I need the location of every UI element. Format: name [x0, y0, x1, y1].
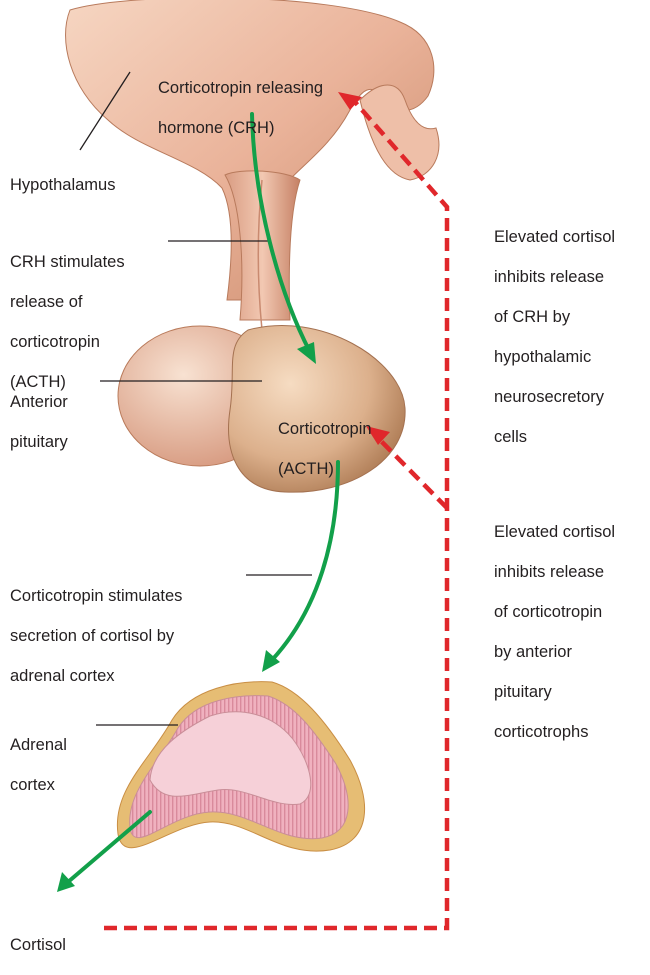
label-adrenal-cortex-line: Adrenal — [10, 735, 67, 755]
label-hypothalamus-line: Hypothalamus — [10, 175, 115, 195]
label-corticotropin-stimulates-line: adrenal cortex — [10, 666, 182, 686]
label-cortisol-line: Cortisol — [10, 935, 66, 955]
label-anterior-pituitary: Anterior pituitary — [10, 372, 68, 472]
label-feedback-crh-line: cells — [494, 427, 615, 447]
label-anterior-pituitary-line: Anterior — [10, 392, 68, 412]
label-feedback-crh: Elevated cortisol inhibits release of CR… — [494, 207, 615, 467]
label-feedback-acth: Elevated cortisol inhibits release of co… — [494, 502, 615, 762]
label-feedback-acth-line: Elevated cortisol — [494, 522, 615, 542]
label-corticotropin-stimulates: Corticotropin stimulates secretion of co… — [10, 566, 182, 706]
label-crh-line: Corticotropin releasing — [158, 78, 323, 98]
label-acth-line: Corticotropin — [278, 419, 372, 439]
label-feedback-acth-line: pituitary — [494, 682, 615, 702]
label-adrenal-cortex-line: cortex — [10, 775, 67, 795]
label-feedback-acth-line: of corticotropin — [494, 602, 615, 622]
feedback-acth-line — [380, 440, 447, 508]
label-corticotropin-stimulates-line: Corticotropin stimulates — [10, 586, 182, 606]
label-adrenal-cortex: Adrenal cortex — [10, 715, 67, 815]
label-feedback-crh-line: Elevated cortisol — [494, 227, 615, 247]
label-corticotropin-stimulates-line: secretion of cortisol by — [10, 626, 182, 646]
label-feedback-acth-line: by anterior — [494, 642, 615, 662]
label-hypothalamus: Hypothalamus — [10, 155, 115, 215]
label-crh: Corticotropin releasing hormone (CRH) — [158, 58, 323, 158]
label-cortisol: Cortisol — [10, 915, 66, 975]
label-acth: Corticotropin (ACTH) — [278, 399, 372, 499]
label-crh-stimulates-line: release of — [10, 292, 125, 312]
label-feedback-acth-line: corticotrophs — [494, 722, 615, 742]
cortisol-arrowhead — [57, 872, 75, 892]
label-feedback-acth-line: inhibits release — [494, 562, 615, 582]
label-feedback-crh-line: of CRH by — [494, 307, 615, 327]
label-crh-line: hormone (CRH) — [158, 118, 323, 138]
hypothalamus-fold — [360, 85, 439, 180]
label-anterior-pituitary-line: pituitary — [10, 432, 68, 452]
hpa-axis-diagram: Corticotropin releasing hormone (CRH) Hy… — [0, 0, 650, 939]
label-feedback-crh-line: inhibits release — [494, 267, 615, 287]
label-acth-line: (ACTH) — [278, 459, 372, 479]
label-feedback-crh-line: hypothalamic — [494, 347, 615, 367]
label-crh-stimulates-line: CRH stimulates — [10, 252, 125, 272]
label-crh-stimulates-line: corticotropin — [10, 332, 125, 352]
label-feedback-crh-line: neurosecretory — [494, 387, 615, 407]
